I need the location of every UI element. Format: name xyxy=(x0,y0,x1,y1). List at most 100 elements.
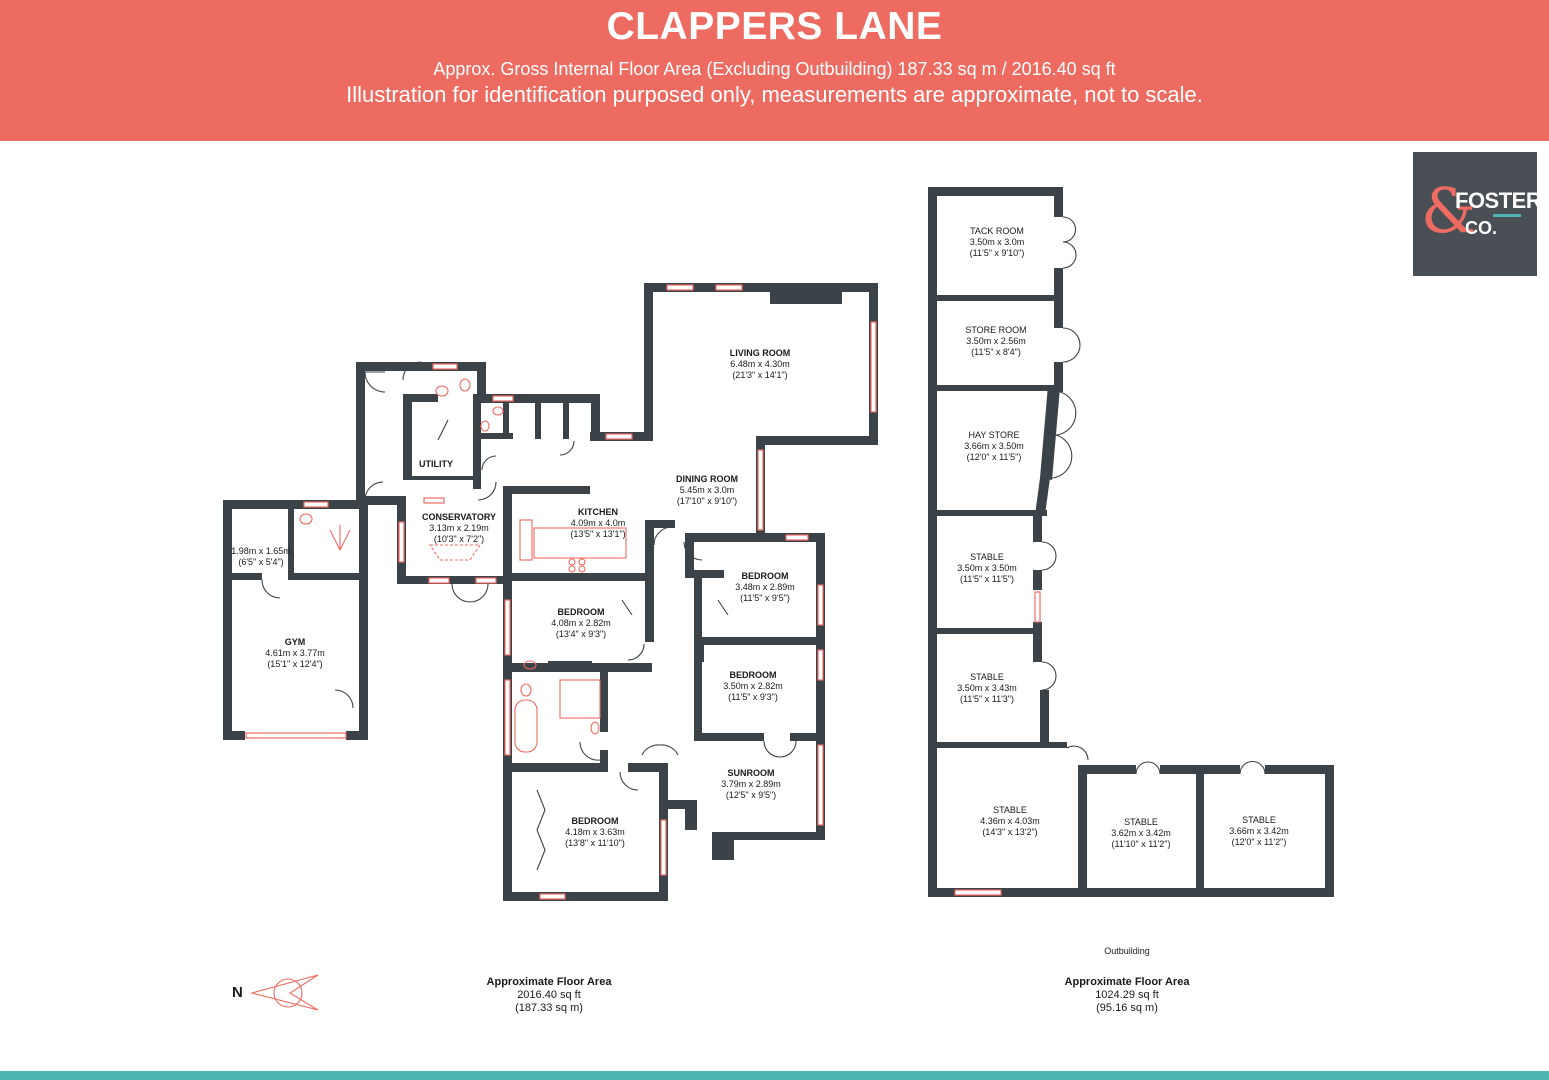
room-stable-1: STABLE 3.50m x 3.50m (11'5" x 11'5") xyxy=(957,552,1017,585)
room-size-m: 3.48m x 2.89m xyxy=(735,582,795,592)
room-size-ft: (11'5" x 11'3") xyxy=(959,694,1015,704)
room-size-m: 1.98m x 1.65m xyxy=(231,546,291,556)
room-dining: DINING ROOM 5.45m x 3.0m (17'10" x 9'10"… xyxy=(676,474,738,507)
room-name: STORE ROOM xyxy=(965,325,1027,335)
room-size-m: 4.61m x 3.77m xyxy=(265,648,325,658)
footer-accent-bar xyxy=(0,1071,1549,1080)
room-size-m: 6.48m x 4.30m xyxy=(730,359,790,369)
room-name: STABLE xyxy=(993,805,1027,815)
room-name: SUNROOM xyxy=(727,768,775,778)
disclaimer: Illustration for identification purposed… xyxy=(346,82,1203,107)
room-size-m: 3.50m x 2.82m xyxy=(723,681,783,691)
room-size-ft: (11'5" x 11'5") xyxy=(959,574,1015,584)
room-size-m: 3.66m x 3.50m xyxy=(964,441,1024,451)
room-size-m: 4.18m x 3.63m xyxy=(565,827,625,837)
room-utility: UTILITY xyxy=(419,459,453,470)
room-size-ft: (15'1" x 12'4") xyxy=(267,659,323,669)
room-size-m: 4.08m x 2.82m xyxy=(551,618,611,628)
outbuilding-walls xyxy=(928,187,1334,897)
room-size-m: 3.62m x 3.42m xyxy=(1111,828,1171,838)
room-name: HAY STORE xyxy=(968,430,1020,440)
room-name: BEDROOM xyxy=(571,816,619,826)
logo-co: CO. xyxy=(1465,218,1498,238)
room-shower: 1.98m x 1.65m (6'5" x 5'4") xyxy=(231,546,291,568)
room-name: STABLE xyxy=(970,552,1004,562)
north-compass xyxy=(249,974,319,1011)
room-size-ft: (21'3" x 14'1") xyxy=(732,370,788,380)
logo-ampersand: & xyxy=(1421,174,1477,247)
room-conservatory: CONSERVATORY 3.13m x 2.19m (10'3" x 7'2"… xyxy=(422,512,496,545)
room-size-ft: (11'5" x 9'5") xyxy=(740,593,790,603)
room-name: STABLE xyxy=(1124,817,1158,827)
area-sqft: 2016.40 sq ft xyxy=(517,989,581,1001)
outbuilding-label: Outbuilding xyxy=(1104,946,1150,956)
logo-accent-bar xyxy=(1493,214,1521,217)
room-size-m: 3.50m x 2.56m xyxy=(966,336,1026,346)
room-size-ft: (11'5" x 9'3") xyxy=(728,692,778,702)
room-size-ft: (11'5" x 8'4") xyxy=(971,347,1021,357)
room-size-ft: (10'3" x 7'2") xyxy=(433,534,485,544)
room-size-ft: (11'10" x 11'2") xyxy=(1111,839,1171,849)
property-title: CLAPPERS LANE xyxy=(606,5,943,48)
header-banner: CLAPPERS LANE Approx. Gross Internal Flo… xyxy=(0,0,1549,141)
room-tack: TACK ROOM 3.50m x 3.0m (11'5" x 9'10") xyxy=(970,226,1025,259)
room-size-m: 3.50m x 3.50m xyxy=(957,563,1017,573)
room-name: KITCHEN xyxy=(577,507,618,517)
north-label: N xyxy=(232,984,243,1001)
room-size-ft: (17'10" x 9'10") xyxy=(676,496,738,506)
main-floor-area: Approximate Floor Area 2016.40 sq ft (18… xyxy=(487,976,612,1015)
main-house-doors xyxy=(261,361,797,871)
room-size-ft: (12'0" x 11'2") xyxy=(1231,837,1287,847)
room-size-ft: (14'3" x 13'2") xyxy=(982,827,1038,837)
room-stable-4: STABLE 3.62m x 3.42m (11'10" x 11'2") xyxy=(1111,817,1171,850)
room-name: BEDROOM xyxy=(729,670,777,680)
room-gym: GYM 4.61m x 3.77m (15'1" x 12'4") xyxy=(265,637,325,670)
area-summary: Approx. Gross Internal Floor Area (Exclu… xyxy=(433,59,1116,79)
room-name: UTILITY xyxy=(419,459,453,469)
room-name: LIVING ROOM xyxy=(729,348,791,358)
outbuilding-floor-area: Approximate Floor Area 1024.29 sq ft (95… xyxy=(1065,976,1190,1015)
room-size-ft: (13'5" x 13'1") xyxy=(570,529,626,539)
room-bedroom-1: BEDROOM 3.48m x 2.89m (11'5" x 9'5") xyxy=(735,571,795,604)
room-size-ft: (13'8" x 11'10") xyxy=(565,838,625,848)
room-name: GYM xyxy=(284,637,306,647)
room-size-m: 3.66m x 3.42m xyxy=(1229,826,1289,836)
room-size-ft: (11'5" x 9'10") xyxy=(969,248,1025,258)
room-bedroom-3: BEDROOM 3.50m x 2.82m (11'5" x 9'3") xyxy=(723,670,783,703)
main-house-fixtures xyxy=(299,378,627,753)
room-size-m: 4.36m x 4.03m xyxy=(980,816,1040,826)
area-title: Approximate Floor Area xyxy=(1064,976,1190,988)
room-size-ft: (13'4" x 9'3") xyxy=(555,629,607,639)
area-title: Approximate Floor Area xyxy=(486,976,612,988)
room-size-m: 3.79m x 2.89m xyxy=(721,779,781,789)
room-kitchen: KITCHEN 4.09m x 4.0m (13'5" x 13'1") xyxy=(570,507,625,540)
room-stable-2: STABLE 3.50m x 3.43m (11'5" x 11'3") xyxy=(957,672,1017,705)
room-stable-5: STABLE 3.66m x 3.42m (12'0" x 11'2") xyxy=(1229,815,1289,848)
logo-foster: FOSTER xyxy=(1455,188,1542,213)
room-size-ft: (12'0" x 11'5") xyxy=(966,452,1022,462)
outbuilding-doors xyxy=(1041,216,1266,775)
room-hay-store: HAY STORE 3.66m x 3.50m (12'0" x 11'5") xyxy=(964,430,1024,463)
room-sunroom: SUNROOM 3.79m x 2.89m (12'5" x 9'5") xyxy=(721,768,781,801)
room-name: BEDROOM xyxy=(557,607,605,617)
room-size-m: 3.50m x 3.0m xyxy=(969,237,1025,247)
room-name: TACK ROOM xyxy=(970,226,1024,236)
room-name: CONSERVATORY xyxy=(421,512,497,522)
area-sqft: 1024.29 sq ft xyxy=(1095,989,1159,1001)
room-bedroom-4: BEDROOM 4.18m x 3.63m (13'8" x 11'10") xyxy=(565,816,625,849)
room-size-ft: (6'5" x 5'4") xyxy=(238,557,284,567)
room-store: STORE ROOM 3.50m x 2.56m (11'5" x 8'4") xyxy=(965,325,1026,358)
area-sqm: (95.16 sq m) xyxy=(1096,1002,1158,1014)
room-name: STABLE xyxy=(970,672,1004,682)
room-size-m: 3.50m x 3.43m xyxy=(957,683,1017,693)
room-size-m: 4.09m x 4.0m xyxy=(570,518,626,528)
room-name: DINING ROOM xyxy=(676,474,738,484)
main-house-windows xyxy=(245,284,877,900)
room-size-m: 3.13m x 2.19m xyxy=(429,523,489,533)
room-size-m: 5.45m x 3.0m xyxy=(679,485,735,495)
foster-co-logo: & FOSTER CO. xyxy=(1413,152,1542,276)
outbuilding-windows xyxy=(954,591,1041,896)
room-living: LIVING ROOM 6.48m x 4.30m (21'3" x 14'1"… xyxy=(730,348,791,381)
room-size-ft: (12'5" x 9'5") xyxy=(725,790,777,800)
